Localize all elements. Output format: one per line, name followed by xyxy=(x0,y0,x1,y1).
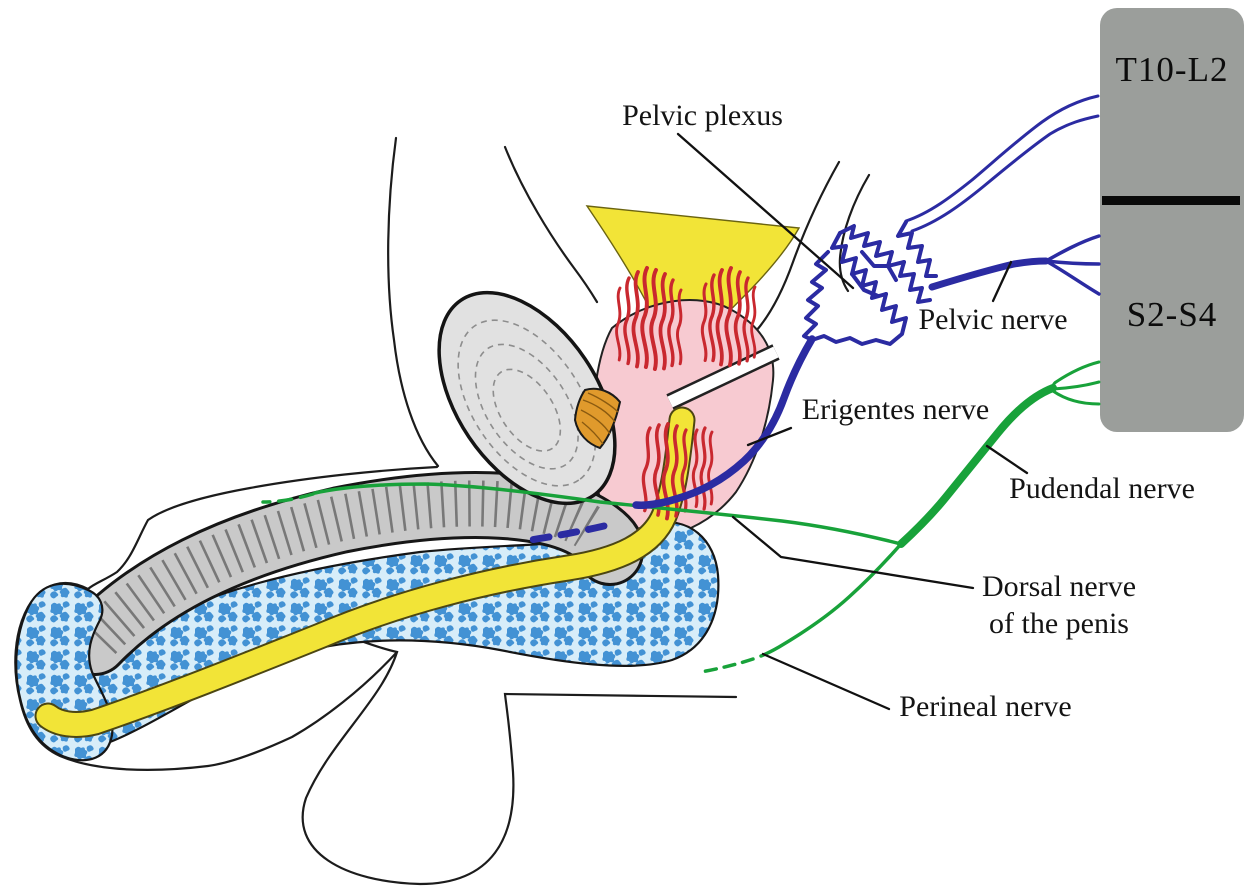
label-dorsal-nerve-line2: of the penis xyxy=(989,607,1129,640)
label-pelvic-plexus: Pelvic plexus xyxy=(622,99,783,132)
perineal-nerve-dashed-end xyxy=(699,657,755,674)
pelvic-nerve-root-branch xyxy=(1044,234,1101,263)
urethra-body xyxy=(36,408,694,736)
scrotum-perineum-outline xyxy=(280,609,738,886)
label-pudendal-nerve: Pudendal nerve xyxy=(1009,472,1195,505)
dorsal-nerve-dashed-end xyxy=(261,492,315,504)
somatic-nerves-green xyxy=(261,360,1101,674)
puboprostatic-ligament xyxy=(573,387,622,450)
perineal-nerve-pointer xyxy=(761,652,891,711)
pubic-bone xyxy=(437,290,617,506)
label-pelvic-nerve: Pelvic nerve xyxy=(918,303,1068,336)
pubic-bone-ring xyxy=(492,368,562,452)
spinal-cord-divider xyxy=(1102,196,1240,205)
rectum-outline-back xyxy=(838,173,871,293)
label-erigentes-nerve: Erigentes nerve xyxy=(801,393,990,426)
body-outlines xyxy=(14,136,871,886)
prostate-cut-band xyxy=(667,346,779,408)
pudendal-root-branch xyxy=(1051,360,1101,390)
pubic-bone-ring xyxy=(474,343,579,470)
hypogastric-nerve-upper xyxy=(904,94,1100,223)
perineal-nerve-path xyxy=(759,542,903,658)
autonomic-nerves-blue xyxy=(520,94,1101,545)
pelvic-plexus-mesh xyxy=(802,220,938,346)
hypogastric-nerve-lower xyxy=(910,114,1100,233)
label-dorsal-nerve-line1: Dorsal nerve xyxy=(981,570,1137,603)
label-dorsal-nerve-of-the-penis: Dorsal nerve of the penis xyxy=(948,568,1170,642)
pelvic-nerve-root-branch xyxy=(1044,259,1101,266)
anterior-bladder-outline xyxy=(503,145,599,304)
pelvic-plexus-pointer xyxy=(676,132,855,290)
penile-skin-top-outline xyxy=(86,465,439,591)
label-cord-segment-s2-s4: S2-S4 xyxy=(1126,295,1218,334)
erigentes-nerve-pointer xyxy=(746,426,793,447)
pudendal-root-branch xyxy=(1051,380,1101,391)
label-pointer-lines xyxy=(676,132,1029,711)
dorsal-nerve-path xyxy=(313,482,903,546)
pelvic-nerve-path xyxy=(928,257,1050,291)
abdominal-wall-outline xyxy=(387,136,440,468)
pubic-bone-body xyxy=(437,290,617,506)
ligament-streaks xyxy=(580,392,619,445)
spinal-cord-box xyxy=(1100,8,1244,432)
pelvic-nerve-root-branch xyxy=(1044,259,1101,296)
pelvic-nerve-pointer xyxy=(991,260,1013,303)
label-perineal-nerve: Perineal nerve xyxy=(899,690,1072,723)
pubic-bone-ring xyxy=(457,319,597,487)
label-cord-segment-t10-l2: T10-L2 xyxy=(1115,50,1229,89)
erigentes-nerve-dashed-end xyxy=(520,522,608,545)
urethra-shape xyxy=(34,406,696,738)
erigentes-nerve-path xyxy=(632,335,816,509)
pudendal-root-branch xyxy=(1051,389,1101,406)
dorsal-nerve-pointer xyxy=(731,515,975,590)
pudendal-nerve-pointer xyxy=(985,444,1029,475)
rectum-outline-front xyxy=(754,160,841,333)
pudendal-nerve-path xyxy=(897,384,1057,548)
